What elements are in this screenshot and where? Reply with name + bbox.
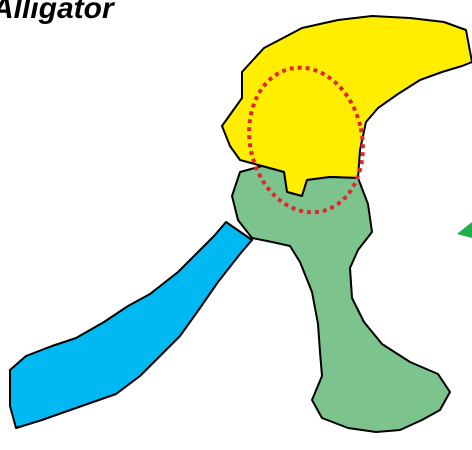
arrow-tip: [457, 222, 472, 238]
pubis-shape: [10, 222, 252, 428]
ischium-shape: [232, 166, 450, 432]
